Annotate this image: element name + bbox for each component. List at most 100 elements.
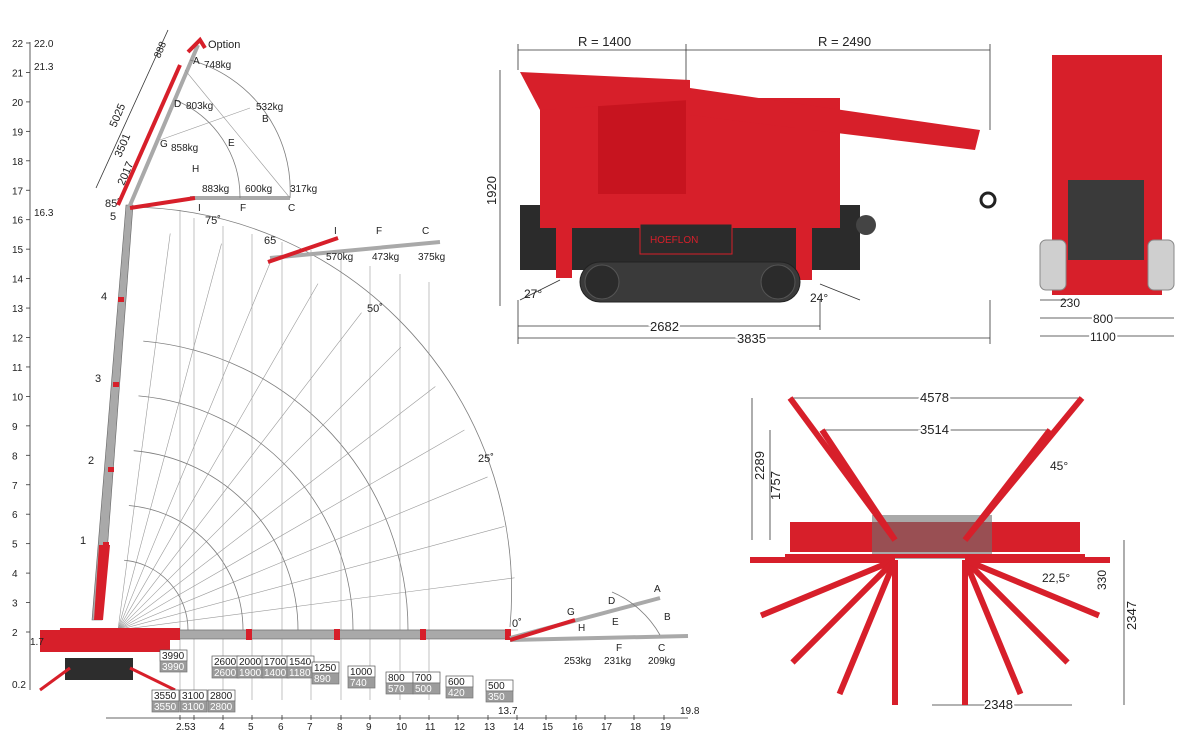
- outrigger-arm-rear-right: [962, 557, 1070, 665]
- top-jib-arm: [116, 64, 182, 206]
- height-tick-label: 4: [12, 569, 18, 580]
- section-label-5: 5: [110, 211, 116, 223]
- load-I: 883kg: [202, 184, 229, 195]
- height-mark-mid: 16.3: [34, 208, 54, 219]
- height-tick-label: 12: [12, 334, 24, 345]
- point-G-label: G: [160, 139, 168, 150]
- load-value-bottom: 740: [350, 678, 367, 689]
- top-span-inner: 3514: [920, 422, 949, 437]
- jib-inner-arc: [174, 99, 241, 199]
- side-brand: HOEFLON: [650, 235, 698, 246]
- load-value-bottom: 2800: [210, 702, 233, 713]
- height-tick-label: 22: [12, 39, 24, 50]
- load-value-top: 600: [448, 677, 465, 688]
- jib0-point-B: B: [664, 612, 671, 623]
- height-tick-label: 14: [12, 275, 24, 286]
- load-F: 600kg: [245, 184, 272, 195]
- jib-load-arc: [189, 59, 291, 199]
- height-tick-label: 17: [12, 186, 24, 197]
- grid-arc: [128, 505, 244, 631]
- top-jib-tip: [186, 36, 207, 54]
- jib0-arm: [509, 618, 576, 642]
- load-A: 748kg: [204, 60, 231, 71]
- load-G: 858kg: [171, 143, 198, 154]
- side-r-right: R = 2490: [818, 34, 871, 49]
- jib65-point-F: F: [376, 226, 382, 237]
- front-track-left: [1039, 239, 1067, 291]
- load-value-top: 800: [388, 673, 405, 684]
- radius-tick-label: 15: [542, 722, 554, 733]
- load-value-top: 1000: [350, 667, 373, 678]
- radius-tick-label: 4: [219, 722, 225, 733]
- radius-tick-label: 11: [425, 722, 436, 733]
- jib65-load-C: 375kg: [418, 252, 445, 263]
- section-label-2: 2: [88, 455, 94, 467]
- point-I-label: I: [198, 203, 201, 214]
- front-core: [1068, 180, 1144, 260]
- point-H-label: H: [192, 164, 199, 175]
- outrigger-arm-front-left: [819, 428, 898, 542]
- front-total-width: 1100: [1090, 330, 1116, 344]
- top-jib-horizontal-base: [129, 196, 196, 210]
- jib0-arc: [611, 591, 661, 636]
- side-height: 1920: [484, 176, 499, 205]
- load-value-bottom: 890: [314, 674, 331, 685]
- side-boom-right: [690, 88, 980, 150]
- section-marker-1: [103, 542, 109, 547]
- load-value-bottom: 1900: [239, 668, 262, 679]
- jib-chord-2: [159, 107, 251, 141]
- load-B: 532kg: [256, 102, 283, 113]
- point-D-label: D: [174, 99, 181, 110]
- dim-888: 888: [152, 40, 169, 60]
- side-leg-left: [556, 88, 572, 278]
- outrigger-arm-rear-left: [836, 558, 898, 696]
- jib0-point-D: D: [608, 596, 615, 607]
- radius-tick-label: 6: [278, 722, 284, 733]
- height-tick-label: 16: [12, 216, 24, 227]
- point-B-label: B: [262, 114, 269, 125]
- load-D: 803kg: [186, 101, 213, 112]
- radius-mark-end: 19.8: [680, 706, 700, 717]
- jib65-boom: [269, 240, 441, 260]
- jib65-load-I: 570kg: [326, 252, 353, 263]
- load-value-top: 2800: [210, 691, 233, 702]
- load-value-bottom: 3990: [162, 662, 185, 673]
- top-depth-inner: 1757: [768, 471, 783, 500]
- dim-5025: 5025: [108, 102, 129, 129]
- height-tick-label: 11: [12, 363, 23, 374]
- height-tick-label: 2: [12, 628, 18, 639]
- load-value-bottom: 3550: [154, 702, 177, 713]
- hboom-marker-3: [420, 629, 426, 640]
- load-value-top: 1540: [289, 657, 312, 668]
- radius-tick-label: 19: [660, 722, 672, 733]
- height-tick-label: 3: [12, 599, 18, 610]
- vertical-grid: [179, 210, 430, 700]
- height-tick-label: 20: [12, 98, 24, 109]
- radius-tick-label: 10: [396, 722, 408, 733]
- radial-line: [117, 386, 436, 631]
- grid-arc: [138, 395, 354, 631]
- point-E-label: E: [228, 138, 235, 149]
- point-A-label: A: [193, 56, 200, 67]
- jib65-arm: [267, 236, 339, 264]
- jib0-lower: [509, 634, 689, 642]
- radial-line: [117, 476, 488, 631]
- jib0-load-F: 231kg: [604, 656, 631, 667]
- side-r-left: R = 1400: [578, 34, 631, 49]
- front-track-right: [1147, 239, 1175, 291]
- top-angle-45: 45°: [1050, 459, 1068, 473]
- dim-line-5025: [95, 29, 169, 189]
- side-len-inner: 2682: [650, 319, 679, 334]
- radial-line: [117, 346, 402, 631]
- height-tick-label: 21: [12, 68, 24, 79]
- grid-arc: [143, 340, 409, 631]
